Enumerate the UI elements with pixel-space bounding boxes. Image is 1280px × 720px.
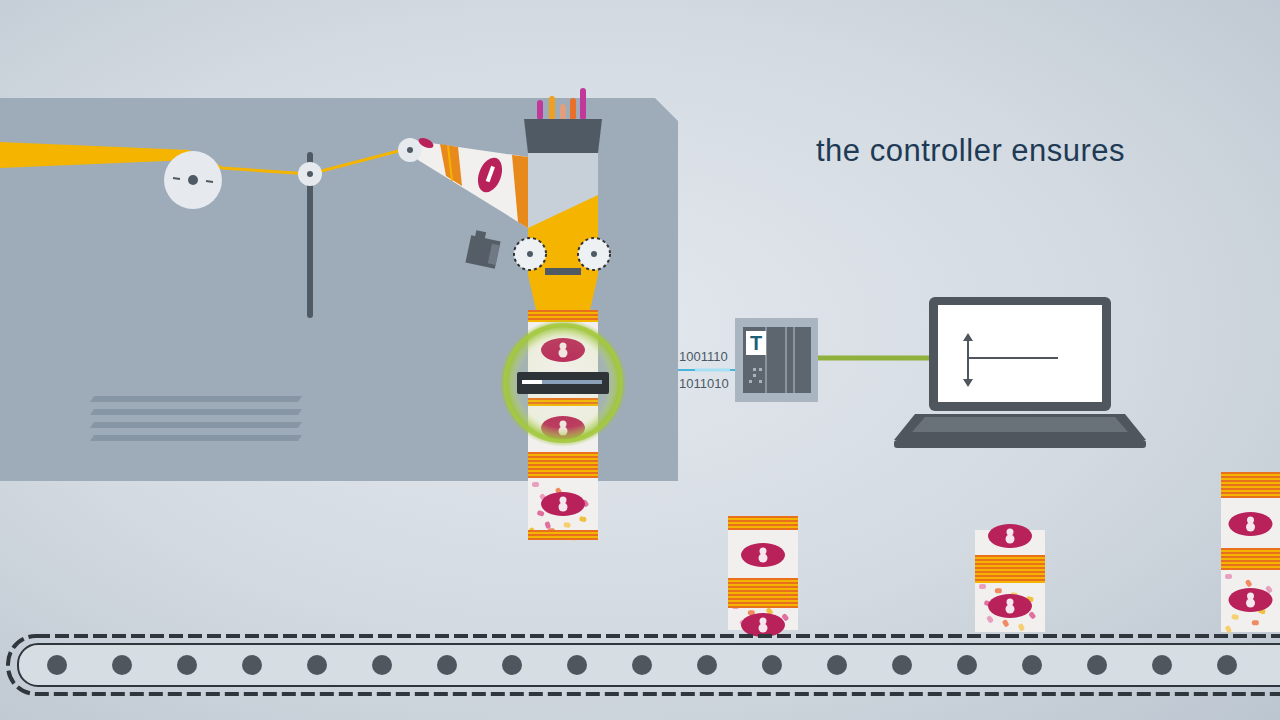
bag-group (528, 310, 1280, 637)
machine-housing (0, 98, 678, 481)
highlight-glow (499, 319, 627, 447)
product-pieces (537, 88, 586, 120)
binary-signal: 1001110 (679, 350, 728, 364)
film-web (0, 142, 190, 168)
pulley (398, 138, 422, 162)
candy-bag (1221, 472, 1280, 634)
product-hopper (524, 119, 602, 153)
laptop (894, 297, 1146, 448)
sealing-jaw (517, 372, 609, 394)
print-mark-sensor (465, 229, 501, 268)
controller-logo: T (746, 331, 766, 355)
controller-box: T (735, 318, 818, 402)
film-roll (164, 151, 222, 209)
animation-caption: the controller ensures (816, 134, 1125, 168)
candy-bag (975, 524, 1045, 632)
pull-roller (514, 238, 610, 270)
data-wire (678, 369, 736, 371)
network-cable (818, 356, 932, 361)
printed-film (410, 140, 528, 228)
conveyor-belt (8, 636, 1280, 694)
vent-slots (90, 396, 302, 441)
pulley (298, 162, 322, 186)
binary-signal: 1011010 (679, 377, 729, 391)
candy-bag (728, 516, 798, 637)
